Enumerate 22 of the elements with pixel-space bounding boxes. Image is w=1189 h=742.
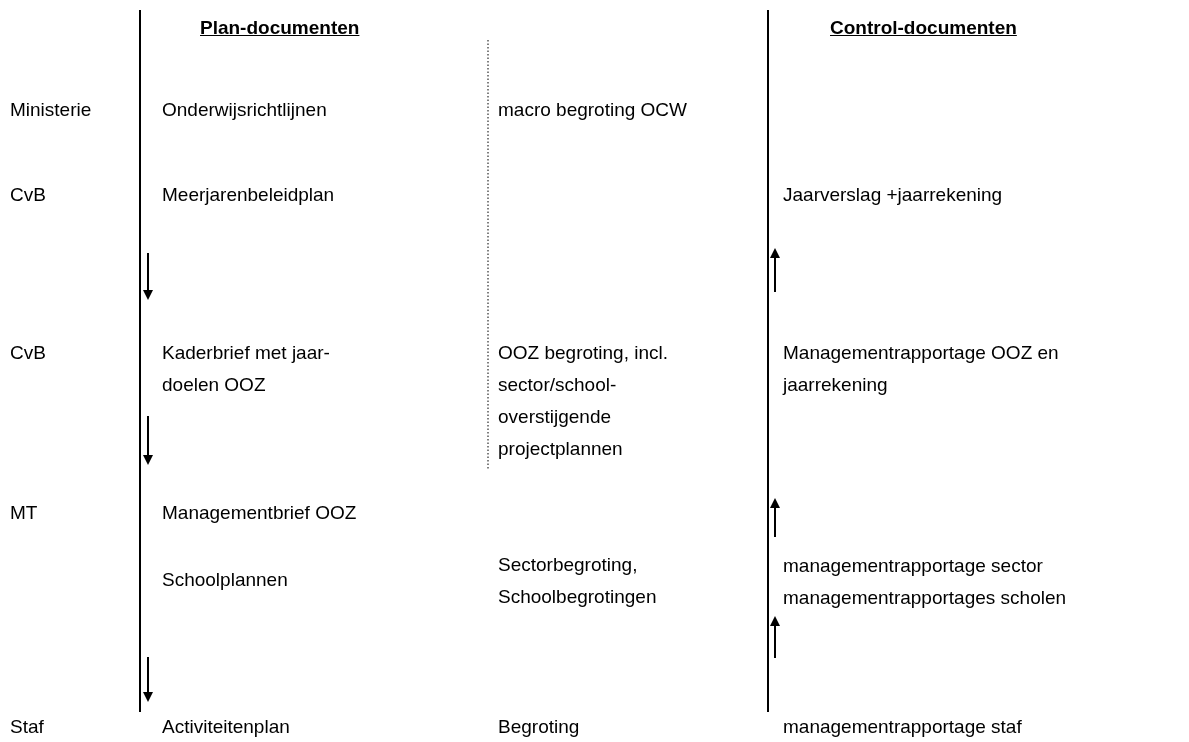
column-heading: Plan-documenten: [200, 16, 360, 40]
level-label: MT: [10, 501, 38, 525]
column-heading: Control-documenten: [830, 16, 1017, 40]
document-label: Managementrapportage OOZ en jaarrekening: [783, 341, 1060, 397]
document-label: Sectorbegroting, Schoolbegrotingen: [498, 553, 658, 609]
document-label: Onderwijsrichtlijnen: [162, 98, 327, 122]
document-label: Kaderbrief met jaar- doelen OOZ: [162, 341, 331, 397]
document-label: managementrapportages scholen: [783, 586, 1067, 610]
document-label: Schoolplannen: [162, 568, 288, 592]
document-label: Activiteitenplan: [162, 715, 290, 739]
level-label: CvB: [10, 183, 46, 207]
document-label: managementrapportage staf: [783, 715, 1022, 739]
document-label: Meerjarenbeleidplan: [162, 183, 335, 207]
document-label: managementrapportage sector: [783, 554, 1043, 578]
document-label: Begroting: [498, 715, 580, 739]
level-label: Staf: [10, 715, 44, 739]
level-label: CvB: [10, 341, 46, 365]
document-label: Jaarverslag +jaarrekening: [783, 183, 1003, 207]
document-label: Managementbrief OOZ: [162, 501, 357, 525]
document-label: OOZ begroting, incl. sector/school- overstijgende projectplannen: [498, 341, 670, 461]
level-label: Ministerie: [10, 98, 92, 122]
document-label: macro begroting OCW: [498, 98, 687, 122]
